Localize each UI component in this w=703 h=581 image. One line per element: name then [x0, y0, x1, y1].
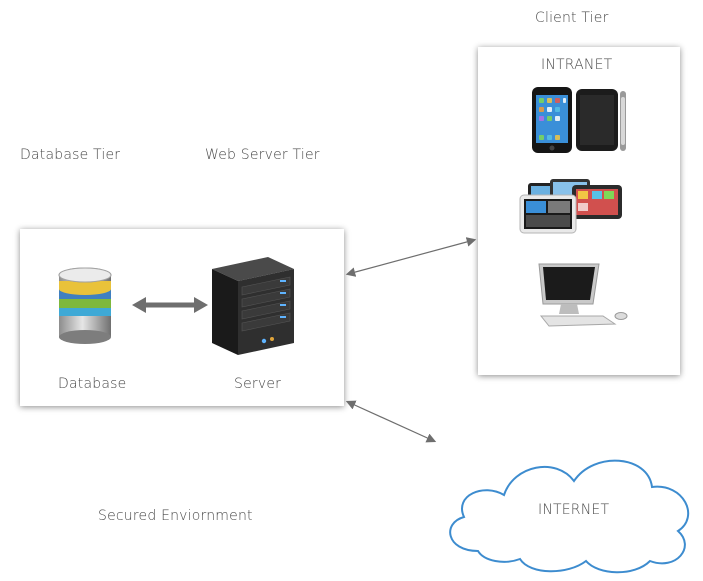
- database-label: Database: [58, 376, 127, 392]
- client-tier-box: INTRANET: [478, 47, 680, 375]
- web-server-tier-label: Web Server Tier: [205, 147, 320, 163]
- server-tier-box: Database Server: [20, 229, 344, 406]
- db-server-arrow: [132, 297, 208, 313]
- server-tower-icon: [212, 257, 294, 355]
- intranet-title: INTRANET: [541, 57, 613, 73]
- database-icon: [58, 267, 112, 344]
- tablets-icon: [519, 179, 622, 234]
- desktop-computer-icon: [538, 263, 628, 327]
- server-label: Server: [234, 376, 282, 392]
- secured-environment-label: Secured Enviornment: [98, 508, 253, 524]
- smartphone-icon: [532, 87, 626, 153]
- database-tier-label: Database Tier: [20, 147, 121, 163]
- internet-label: INTERNET: [538, 502, 610, 518]
- client-tier-label: Client Tier: [535, 10, 609, 26]
- cloud-icon: [449, 459, 690, 574]
